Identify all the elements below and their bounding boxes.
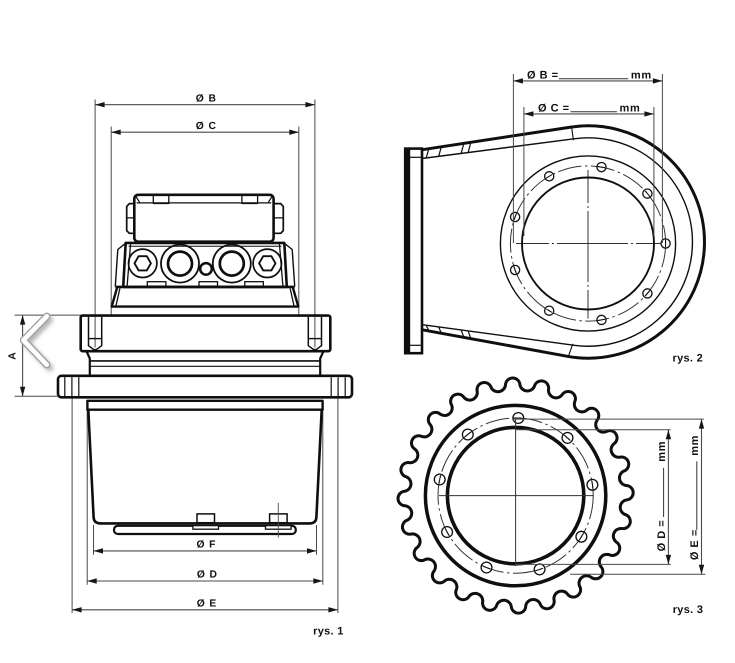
svg-text:rys. 3: rys. 3 [673,604,704,616]
svg-text:rys. 1: rys. 1 [313,626,344,638]
svg-text:Ø C: Ø C [196,121,217,132]
svg-text:Ø B: Ø B [196,94,217,105]
svg-text:Ø E =: Ø E = [689,529,701,560]
svg-text:mm: mm [620,102,641,114]
svg-text:Ø B =: Ø B = [527,70,559,82]
svg-text:mm: mm [689,435,701,456]
svg-text:rys. 2: rys. 2 [673,353,704,365]
svg-text:Ø C =: Ø C = [538,102,570,114]
svg-text:Ø D =: Ø D = [656,520,668,552]
svg-text:mm: mm [631,70,652,82]
svg-text:A: A [8,352,19,360]
svg-text:Ø D: Ø D [197,570,218,581]
svg-text:Ø F: Ø F [196,540,216,551]
svg-text:mm: mm [656,441,668,462]
svg-text:Ø E: Ø E [197,598,217,609]
